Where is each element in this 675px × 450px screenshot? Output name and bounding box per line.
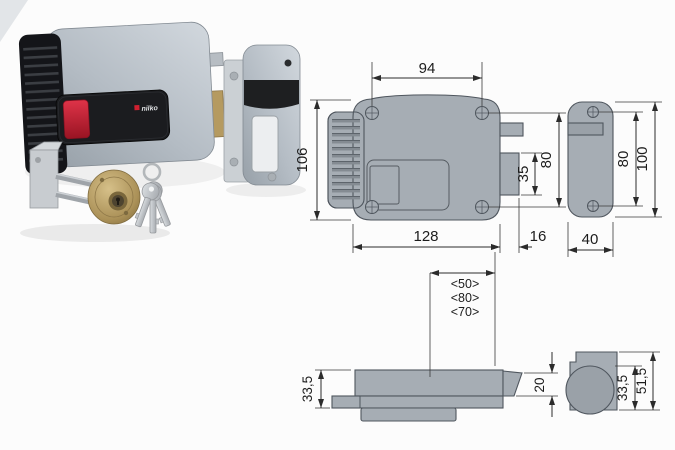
front-latch-bolt <box>499 152 520 196</box>
top-view-drawing: <50> <80> <70> 33,5 20 <box>300 252 558 422</box>
front-button-ribs-over <box>332 119 360 203</box>
dim-80-front: 80 <box>538 152 555 169</box>
key <box>134 182 160 228</box>
front-lock-body <box>352 94 501 221</box>
brand-label: nilko <box>141 105 158 113</box>
front-screw-holes <box>365 106 489 214</box>
cylinder-shadow <box>20 224 170 242</box>
strike-view-drawing: 80 100 40 <box>567 101 662 257</box>
bracket-hole <box>35 157 41 163</box>
push-button-ribs <box>22 41 64 167</box>
dim-100: 100 <box>634 146 651 171</box>
front-inner-detail <box>369 165 400 205</box>
technical-drawings: 94 106 128 16 35 80 <box>295 60 662 422</box>
dim-backset-80: <80> <box>451 291 480 305</box>
top-view-latch <box>502 370 523 397</box>
rosette-screw <box>123 210 129 216</box>
cylinder-detail-circle <box>565 365 615 415</box>
brand-logo-icon <box>134 104 140 111</box>
strike-plate <box>567 101 614 218</box>
dim-94: 94 <box>419 60 436 77</box>
dim-51-5: 51,5 <box>634 368 649 394</box>
dim-128: 128 <box>413 228 438 245</box>
strike-screw-holes <box>587 106 599 212</box>
front-view-drawing: 94 106 128 16 35 80 <box>295 60 566 253</box>
keeper-hole <box>284 59 292 67</box>
plate-hole <box>229 157 239 167</box>
top-view-bump <box>360 407 457 422</box>
keeper-black-band <box>244 80 299 109</box>
front-cover-outline <box>366 159 450 211</box>
electric-lock-photo: nilko <box>18 21 226 175</box>
product-photo: nilko <box>0 0 306 242</box>
cylinder-detail-drawing: 33,5 51,5 <box>565 351 660 415</box>
strike-slot <box>567 122 604 136</box>
keeper-screw-hole <box>267 172 277 182</box>
plate-hole <box>229 71 239 81</box>
front-button-outline <box>327 111 365 209</box>
dim-backset-50: <50> <box>451 277 480 291</box>
dim-35: 35 <box>515 166 532 183</box>
dim-33-5-cyl: 33,5 <box>615 375 630 401</box>
top-view-base-plate <box>331 395 504 409</box>
dim-16: 16 <box>530 228 547 245</box>
keeper-cavity <box>251 115 279 173</box>
key-cylinder-photo <box>28 141 141 225</box>
dim-106: 106 <box>295 147 311 172</box>
dim-backset-70: <70> <box>451 305 480 319</box>
keys-photo <box>134 162 171 234</box>
keyhole-slot <box>117 200 119 205</box>
dim-40: 40 <box>582 231 599 248</box>
control-block-bevel <box>57 91 169 144</box>
key-ring <box>142 162 162 182</box>
keeper-shadow <box>226 183 306 197</box>
strike-keeper-photo <box>223 44 301 186</box>
dim-20: 20 <box>532 377 547 392</box>
rosette-ring <box>94 176 134 218</box>
red-button <box>62 99 91 140</box>
mounting-bracket <box>29 149 59 209</box>
front-latch-knob <box>499 122 524 137</box>
rosette-screw <box>99 177 105 183</box>
photo-background-corner <box>0 0 28 42</box>
dim-80-strike: 80 <box>615 151 632 168</box>
dim-33-5-top: 33,5 <box>300 376 315 402</box>
top-view-body <box>354 369 504 397</box>
